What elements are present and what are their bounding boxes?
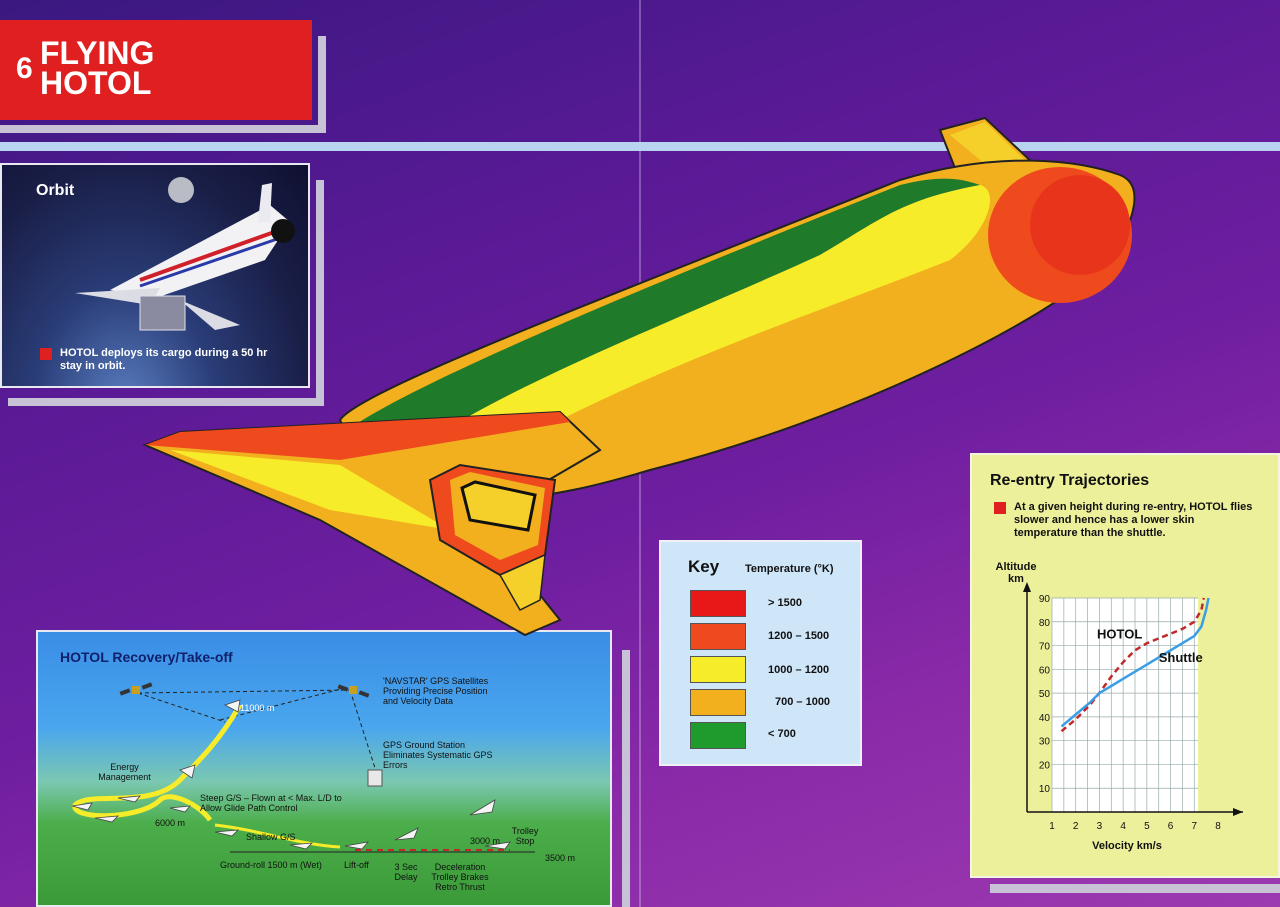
x-axis-arrow: [1233, 808, 1243, 816]
key-swatch: [690, 656, 746, 683]
steep-gs-label: Steep G/S – Flown at < Max. L/D to Allow…: [200, 793, 342, 813]
distance-6000-label: 6000 m: [155, 818, 186, 828]
key-label: 700 – 1000: [775, 696, 831, 708]
series-line-hotol: [1060, 597, 1206, 733]
x-tick-label: 7: [1192, 821, 1198, 832]
x-tick-label: 2: [1073, 821, 1079, 832]
title-box: [0, 20, 312, 120]
ground-roll-label: Ground-roll 1500 m (Wet): [220, 860, 322, 870]
orbit-caption: HOTOL deploys its cargo during a 50 hr s…: [60, 347, 268, 372]
reentry-title: Re-entry Trajectories: [990, 472, 1150, 489]
gps-ground-label: GPS Ground Station Eliminates Systematic…: [383, 740, 493, 770]
x-tick-label: 1: [1049, 821, 1055, 832]
title-line-1: FLYING: [40, 35, 155, 71]
reentry-caption: At a given height during re-entry, HOTOL…: [1014, 501, 1253, 539]
orbit-shadow: [316, 180, 324, 405]
y-tick-label: 20: [1039, 760, 1051, 771]
distance-3000-label: 3000 m: [470, 836, 501, 846]
shallow-gs-label: Shallow G/S: [246, 832, 296, 842]
key-swatch: [690, 590, 746, 617]
satellite-icon: [119, 682, 153, 696]
title-shadow: [318, 36, 326, 133]
key-label: < 700: [768, 728, 796, 740]
bullet-icon: [40, 348, 52, 360]
navstar-label: 'NAVSTAR' GPS Satellites Providing Preci…: [383, 676, 489, 706]
page-title: FLYING HOTOL: [40, 35, 155, 101]
reentry-shadow: [990, 884, 1280, 893]
key-subtitle: Temperature (°K): [745, 563, 834, 575]
delay-label: 3 Sec Delay: [394, 862, 418, 882]
y-tick-label: 50: [1039, 689, 1051, 700]
x-tick-label: 5: [1144, 821, 1150, 832]
altitude-label: 11000 m: [240, 703, 275, 713]
moon-icon: [168, 177, 194, 203]
x-tick-label: 6: [1168, 821, 1174, 832]
ground-station-icon: [367, 769, 383, 787]
x-tick-label: 4: [1120, 821, 1126, 832]
section-number: 6: [16, 52, 33, 85]
bullet-icon: [994, 502, 1006, 514]
orbit-shadow: [8, 398, 324, 406]
recovery-shadow: [622, 650, 630, 907]
y-tick-label: 80: [1039, 618, 1051, 629]
recovery-title: HOTOL Recovery/Take-off: [60, 649, 233, 665]
title-shadow: [0, 125, 326, 133]
key-label: 1000 – 1200: [768, 664, 830, 676]
energy-label: Energy Management: [98, 762, 151, 782]
recovery-diagram: [71, 682, 535, 853]
y-tick-label: 30: [1039, 737, 1051, 748]
y-tick-label: 90: [1039, 594, 1051, 605]
orbit-spaceplane-icon: [75, 183, 295, 331]
y-tick-label: 10: [1039, 784, 1051, 795]
key-label: 1200 – 1500: [768, 630, 830, 642]
distance-3500-label: 3500 m: [545, 853, 576, 863]
y-tick-label: 40: [1039, 713, 1051, 724]
trolley-stop-label: Trolley Stop: [511, 826, 539, 846]
y-axis-arrow: [1023, 582, 1031, 592]
key-swatch: [690, 689, 746, 716]
deceleration-label: Deceleration Trolley Brakes Retro Thrust: [431, 862, 489, 892]
key-swatch: [690, 623, 746, 650]
satellite-icon: [337, 684, 370, 698]
series-label-shuttle: Shuttle: [1159, 650, 1203, 665]
x-axis-label: Velocity km/s: [1092, 840, 1162, 852]
y-axis-label: Altitude km: [995, 561, 1037, 585]
key-title: Key: [688, 557, 720, 576]
series-line-shuttle: [1060, 597, 1210, 728]
y-tick-label: 70: [1039, 642, 1051, 653]
x-tick-label: 3: [1097, 821, 1103, 832]
horizontal-stripe: [0, 142, 1280, 151]
liftoff-label: Lift-off: [344, 860, 369, 870]
y-tick-label: 60: [1039, 665, 1051, 676]
key-swatch: [690, 722, 746, 749]
title-line-2: HOTOL: [40, 65, 152, 101]
series-label-hotol: HOTOL: [1097, 626, 1142, 641]
key-label: > 1500: [768, 597, 802, 609]
orbit-title: Orbit: [36, 182, 75, 199]
x-tick-label: 8: [1215, 821, 1221, 832]
hotol-temperature-model: [142, 116, 1136, 637]
